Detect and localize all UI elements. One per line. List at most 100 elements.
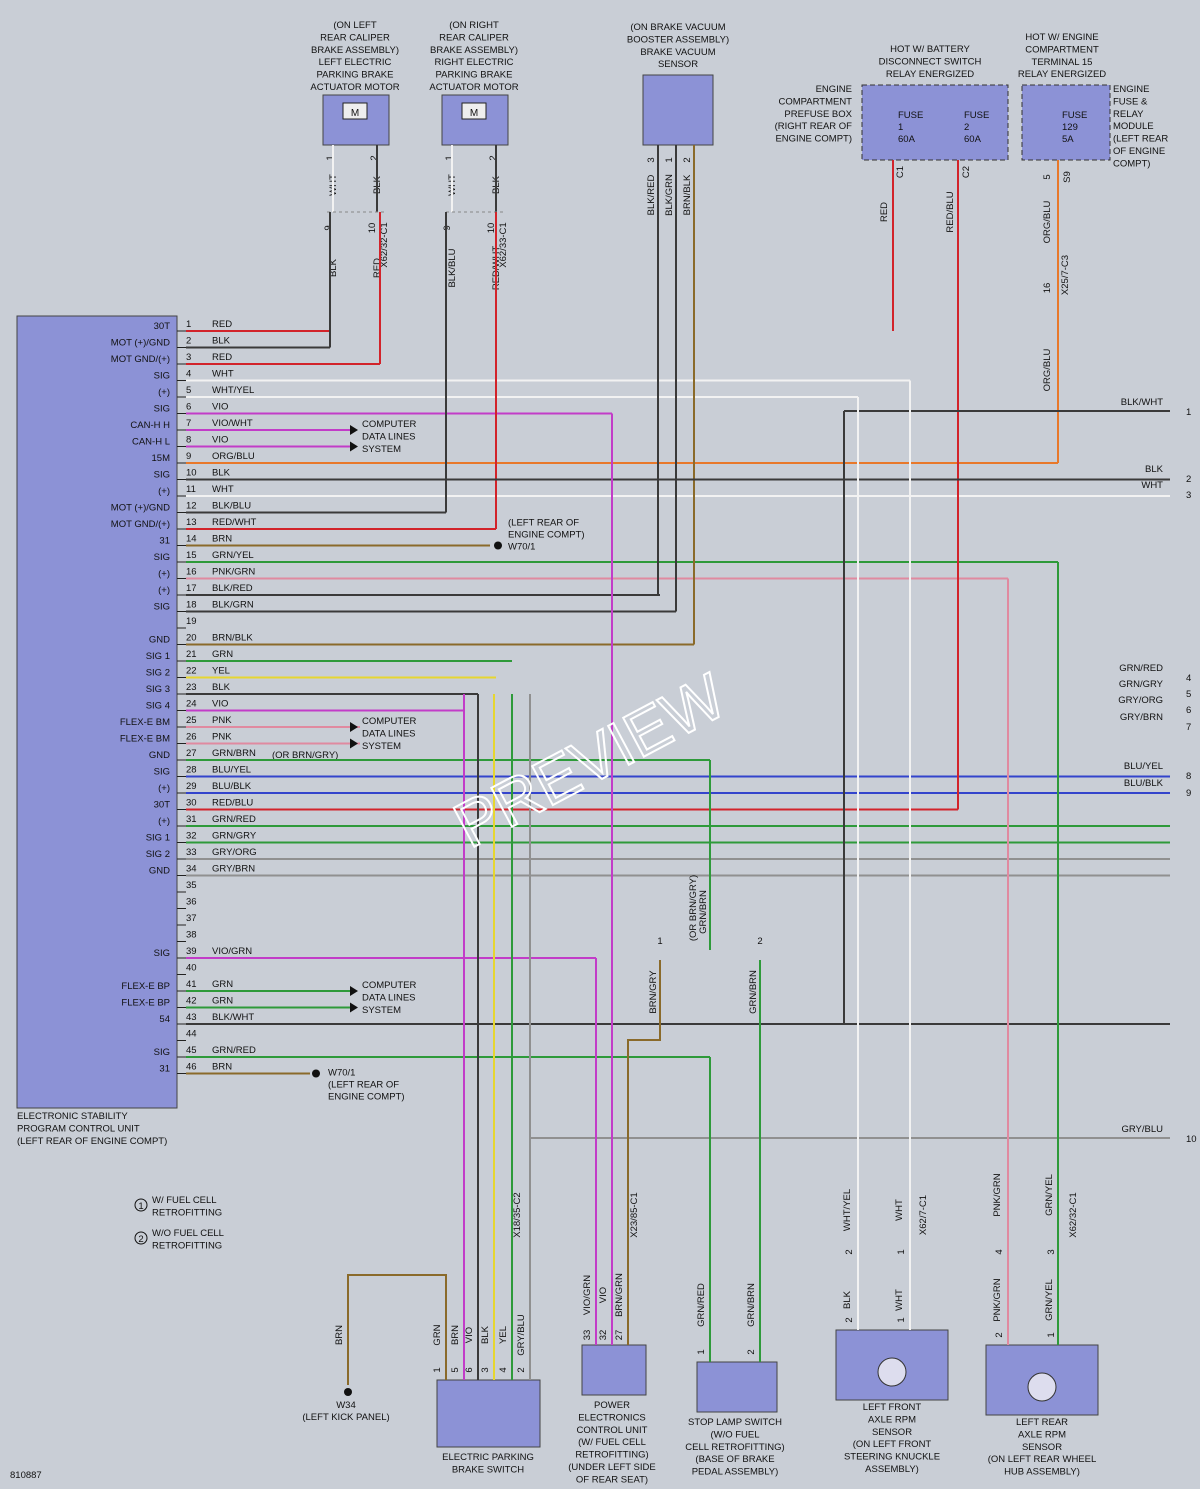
left-motor-symbol: M	[351, 108, 359, 119]
ecu-pin-name: SIG 4	[146, 701, 170, 712]
pecu-pin: 32	[598, 1330, 609, 1341]
right-motor-symbol-icon	[461, 102, 487, 120]
ecu-pin-name: 30T	[154, 321, 171, 332]
vacuum-title-line: SENSOR	[658, 59, 698, 70]
ecu-pin-name: SIG 1	[146, 833, 170, 844]
splice-mark-2: 2	[757, 936, 762, 947]
splice-label: BRN/GRY	[648, 970, 659, 1014]
left-motor-title-line: (ON LEFT	[333, 20, 376, 31]
ecu-wire-label: BRN/BLK	[212, 633, 253, 644]
ecu-pin-number: 8	[186, 435, 191, 446]
prefuse-box	[861, 84, 1009, 161]
front-rpm-conn-pin: 2	[844, 1249, 855, 1254]
prefuse-label-line: ENGINE	[816, 84, 852, 95]
ecu-pin-number: 10	[186, 468, 197, 479]
relay-conn-pin: 16	[1042, 283, 1053, 294]
ecu-pin-name: SIG	[154, 602, 170, 613]
prefuse-label-line: COMPARTMENT	[778, 96, 852, 107]
ecu-wire-label: BRN	[212, 1062, 232, 1073]
ecu-pin-name: SIG	[154, 404, 170, 415]
legend-text-line: RETROFITTING	[152, 1240, 222, 1251]
ecu-wire-label: GRN	[212, 996, 233, 1007]
left-motor-conn: X62/32-C1	[379, 222, 390, 267]
pecu-wire-label: VIO	[598, 1287, 609, 1303]
relay-hot-line: COMPARTMENT	[1025, 44, 1099, 55]
ecu-wire-label: VIO/GRN	[212, 946, 252, 957]
ecu-wire-label: BLK	[212, 682, 231, 693]
prefuse-hot-line: RELAY ENERGIZED	[886, 69, 974, 80]
epb-wire-label: GRN	[432, 1324, 443, 1345]
rear-rpm-pin: 2	[994, 1332, 1005, 1337]
front-rpm-pin: 2	[844, 1317, 855, 1322]
front-rpm-title-line: ASSEMBLY)	[865, 1464, 919, 1475]
relay-hot-line: TERMINAL 15	[1032, 57, 1093, 68]
ecu-wire-label: WHT/YEL	[212, 385, 254, 396]
right-motor-pin: 1	[444, 155, 455, 160]
ecu-pin-name: (+)	[158, 387, 170, 398]
ecu-pin-number: 29	[186, 781, 197, 792]
ecu-pin-name: FLEX-E BM	[120, 734, 170, 745]
ecu-wire-label: GRN/RED	[212, 814, 256, 825]
ground-loc: ENGINE COMPT)	[328, 1092, 405, 1103]
ecu-pin-number: 31	[186, 814, 197, 825]
ecu-pin-number: 18	[186, 600, 197, 611]
stop-lamp-box	[696, 1361, 778, 1413]
ecu-pin-name: FLEX-E BM	[120, 717, 170, 728]
relay-module-box	[1021, 84, 1111, 161]
ecu-pin-name: MOT (+)/GND	[111, 338, 170, 349]
right-wire-number: 10	[1186, 1134, 1197, 1145]
data-line-arrow	[350, 1002, 358, 1013]
vacuum-title-line: BRAKE VACUUM	[640, 47, 715, 58]
ecu-wire-label: VIO	[212, 699, 228, 710]
epb-wire-label: YEL	[498, 1326, 509, 1344]
ecu-wire-label: WHT	[212, 484, 234, 495]
ecu-pin-name: FLEX-E BP	[121, 981, 170, 992]
ecu-pin-number: 9	[186, 451, 191, 462]
rear-rpm-wire: PNK/GRN	[992, 1278, 1003, 1321]
epb-wire-label: BRN	[450, 1325, 461, 1345]
right-motor-conn-pin: 10	[486, 223, 497, 234]
w34-wire-label: BRN	[334, 1325, 345, 1345]
relay-pin: 5	[1042, 174, 1053, 179]
vacuum-pin: 1	[664, 157, 675, 162]
splice-label: (OR BRN/GRY)	[688, 875, 699, 941]
stop-lamp-title-line: CELL RETROFITTING)	[685, 1442, 784, 1453]
ecu-pin-name: (+)	[158, 486, 170, 497]
right-wire-label: GRN/GRY	[1119, 679, 1164, 690]
front-rpm-title-line: (ON LEFT FRONT	[853, 1439, 932, 1450]
relay-label-line: OF ENGINE	[1113, 146, 1165, 157]
epb-pin: 1	[432, 1367, 443, 1372]
stop-lamp-title-line: (BASE OF BRAKE	[695, 1454, 774, 1465]
ecu-wire-label: WHT	[212, 369, 234, 380]
data-lines-text-line: SYSTEM	[362, 444, 401, 455]
right-wire-number: 4	[1186, 673, 1191, 684]
ecu-pin-name: MOT GND/(+)	[111, 519, 170, 530]
w34-id: W34	[336, 1400, 356, 1411]
right-motor-title-line: REAR CALIPER	[439, 32, 509, 43]
ecu-wire-label: BLK/GRN	[212, 600, 254, 611]
pecu-title-line: OF REAR SEAT)	[576, 1474, 648, 1485]
left-motor-title-line: PARKING BRAKE	[317, 70, 394, 81]
fuse-wire-label: RED	[879, 202, 890, 222]
right-wire-label: GRY/BRN	[1120, 712, 1163, 723]
ecu-pin-number: 35	[186, 880, 197, 891]
ecu-wire-label: GRN/GRY	[212, 831, 257, 842]
ecu-pin-name: SIG 2	[146, 849, 170, 860]
left-motor-pin: 2	[369, 155, 380, 160]
splice-label: GRN/BRN	[748, 970, 759, 1014]
right-wire-label: BLU/BLK	[1124, 778, 1164, 789]
right-motor-conn-pin: 9	[442, 225, 453, 230]
right-wire	[186, 411, 845, 1025]
rear-rpm-wire: GRN/YEL	[1044, 1279, 1055, 1321]
fuse-num: 1	[898, 122, 903, 133]
epb-pin: 5	[450, 1367, 461, 1372]
ecu-wire-label: RED/WHT	[212, 517, 257, 528]
or-note: (OR BRN/GRY)	[272, 750, 338, 761]
ecu-pin-name: 30T	[154, 800, 171, 811]
ecu-pin-number: 44	[186, 1029, 197, 1040]
ecu-pin-number: 24	[186, 699, 197, 710]
ecu-pin-number: 19	[186, 616, 197, 627]
epb-switch-box	[436, 1379, 541, 1448]
ecu-pin-name: SIG	[154, 552, 170, 563]
